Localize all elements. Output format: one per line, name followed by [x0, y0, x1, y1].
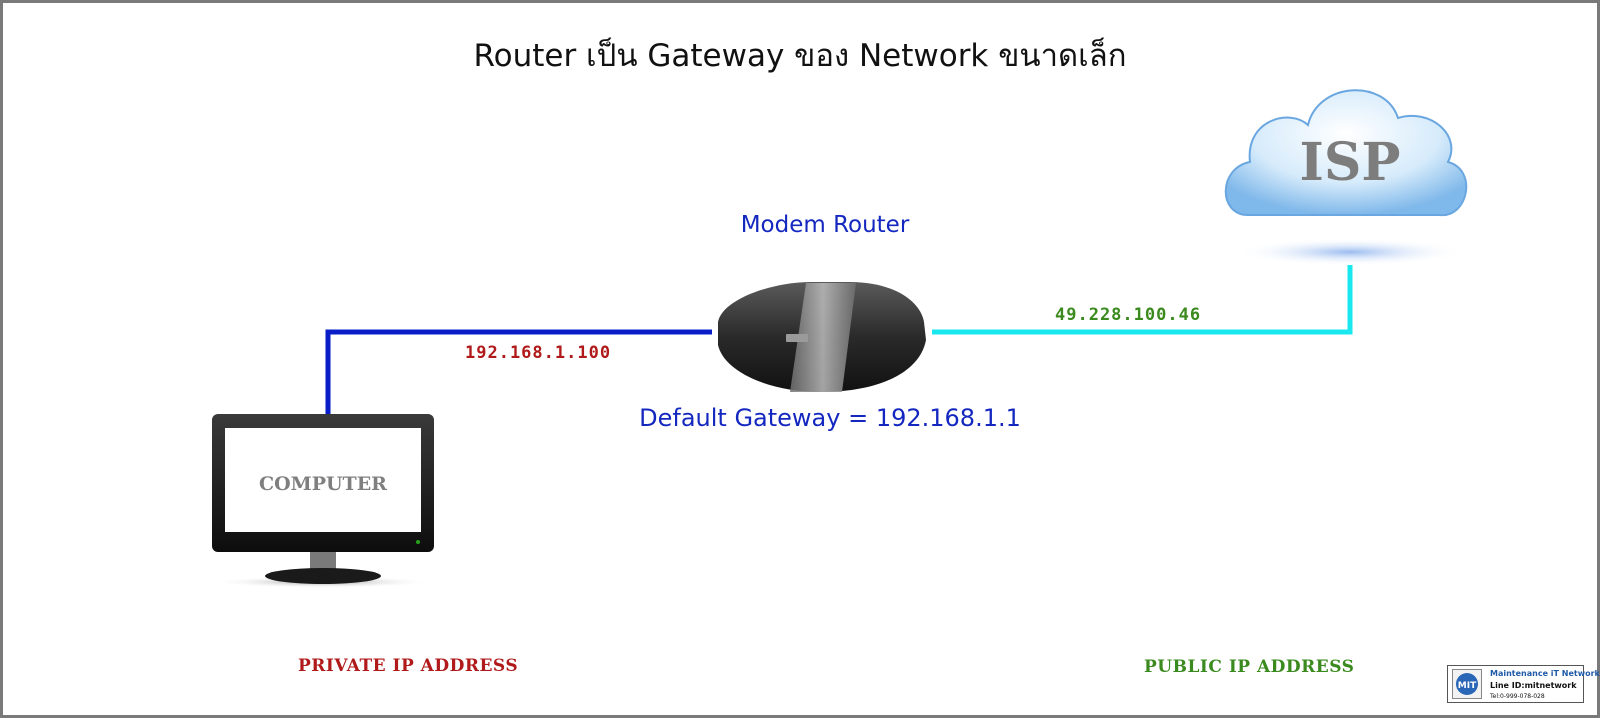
default-gateway-label: Default Gateway = 192.168.1.1 [639, 404, 1021, 432]
isp-label: ISP [1300, 132, 1401, 193]
public-ip-value: 49.228.100.46 [1055, 305, 1202, 325]
logo-company-name: Maintenance iT Network [1490, 669, 1600, 678]
isp-cloud-icon [1224, 89, 1468, 266]
page-title: Router เป็น Gateway ของ Network ขนาดเล็ก [473, 38, 1127, 74]
public-address-label: PUBLIC IP ADDRESS [1144, 657, 1355, 677]
logo-telephone: Tel:0-999-078-028 [1490, 693, 1545, 700]
computer-monitor-icon [212, 414, 434, 588]
logo-line-id: Line ID:mitnetwork [1490, 681, 1577, 690]
public-link-line [932, 265, 1353, 335]
private-ip-value: 192.168.1.100 [465, 343, 612, 363]
private-link-line [325, 329, 712, 414]
router-icon [718, 282, 926, 392]
company-logo-box: MIT Maintenance iT Network Line ID:mitne… [1447, 665, 1600, 703]
company-logo-icon: MIT [1452, 669, 1482, 699]
computer-label: COMPUTER [259, 473, 387, 495]
logo-mark-text: MIT [1458, 681, 1477, 691]
private-address-label: PRIVATE IP ADDRESS [298, 656, 519, 676]
router-label: Modem Router [740, 212, 910, 238]
